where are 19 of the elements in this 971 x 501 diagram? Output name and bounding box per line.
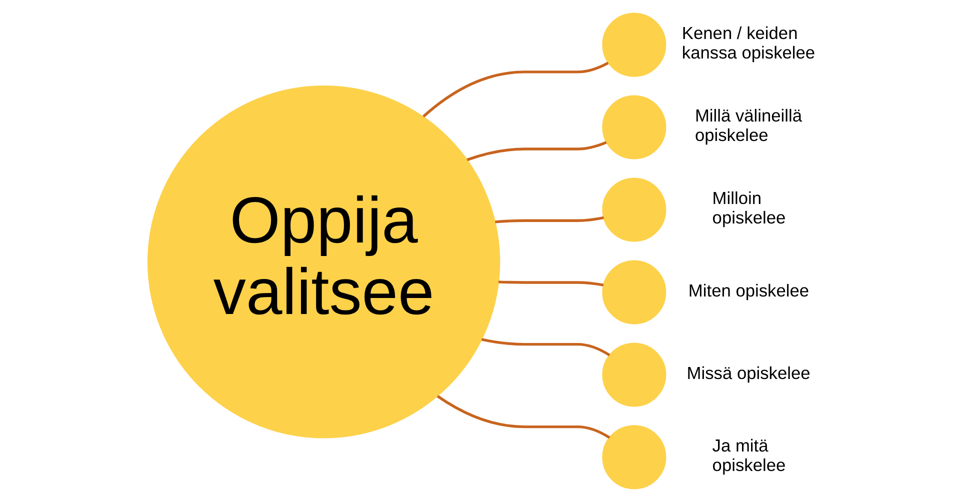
node-label: Miten opiskelee: [688, 280, 810, 300]
node-circle: Oppija valitsee: [147, 85, 500, 438]
connector: [466, 140, 607, 161]
node-circle: [602, 94, 666, 159]
node-circle: [602, 342, 666, 406]
node-circle: [602, 260, 666, 324]
node-label: Milloin opiskelee: [712, 188, 786, 228]
node-label: Kenen / keiden kanssa opiskelee: [682, 22, 816, 62]
node-label: Millä välineillä opiskelee: [694, 105, 802, 145]
connector: [495, 216, 604, 223]
node-circle: [602, 12, 666, 76]
connector: [422, 61, 609, 117]
node-label: Ja mitä opiskelee: [712, 435, 786, 475]
connector: [498, 280, 604, 286]
node-circle: [602, 424, 666, 489]
connector: [436, 394, 610, 438]
connector: [481, 338, 610, 356]
node-circle: [602, 177, 666, 242]
node-label: Missä opiskelee: [686, 362, 810, 382]
